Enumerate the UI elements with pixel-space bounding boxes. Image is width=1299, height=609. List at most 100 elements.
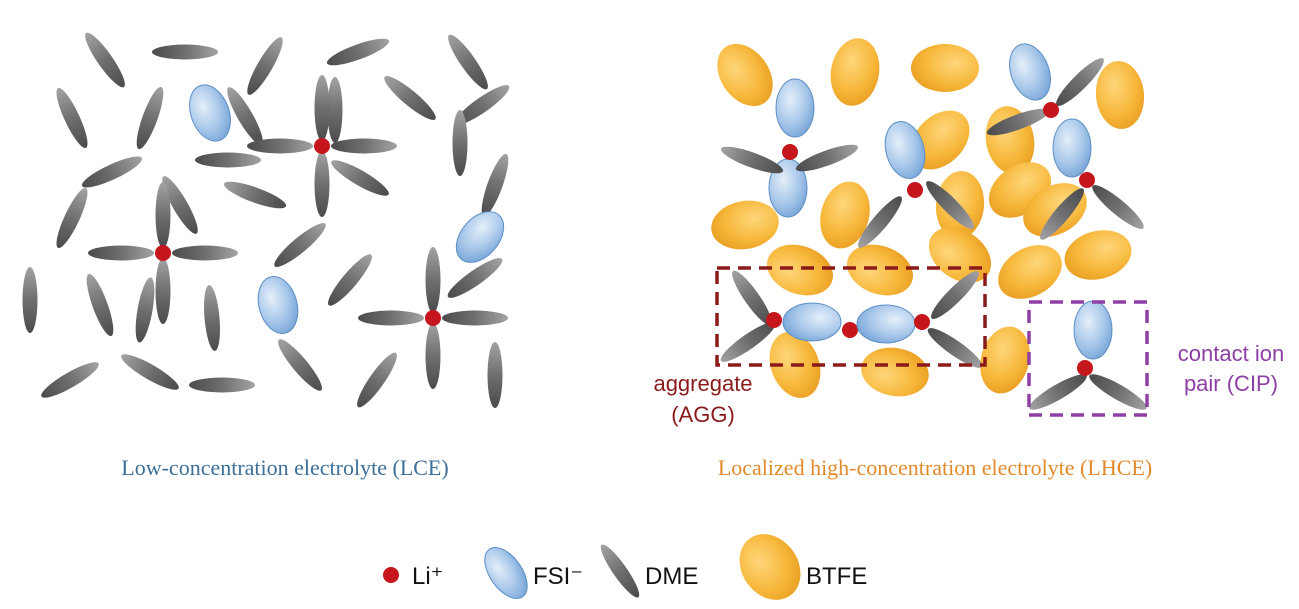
agg-label-line1: aggregate [653,371,752,396]
dme-molecule [274,223,326,267]
dme-molecule [195,152,261,168]
dme-molecule [314,75,330,141]
dme-molecule [331,160,389,196]
dme-molecule [326,38,390,66]
li-ion [914,314,930,330]
dme-molecule [247,37,283,95]
dme-molecule [986,108,1050,136]
lce-panel [22,32,510,408]
lhce-caption: Localized high-concentration electrolyte… [718,455,1152,480]
lce-caption: Low-concentration electrolyte (LCE) [121,455,448,480]
dme-molecule [384,76,436,120]
dme-molecule [189,377,255,393]
dme-molecule [442,310,508,326]
fsi-anion [775,78,815,138]
dme-molecule [452,110,468,176]
dme-molecule [1029,374,1087,410]
dme-molecule [358,310,424,326]
dme-molecule [56,87,88,149]
dme-molecule [481,153,509,217]
legend: Li⁺ FSI⁻ DME BTFE [383,534,867,600]
dme-molecule [88,245,154,261]
dme-molecule [155,182,171,248]
dme-molecule [720,146,784,174]
li-ion [155,245,171,261]
cip-dashed-box [1027,300,1149,417]
cip-label-line2: pair (CIP) [1184,371,1278,396]
agg-dashed-box [715,266,987,367]
dme-molecule [203,285,221,351]
li-ion [907,182,923,198]
btfe-molecule [820,181,870,249]
fsi-anion [189,84,231,142]
dme-molecule [328,254,372,306]
dme-molecule [357,352,397,408]
agg-label-line2: (AGG) [671,402,735,427]
dme-molecule [135,277,155,343]
li-ion [1043,102,1059,118]
dme-molecule [1040,188,1084,240]
dme-molecule [314,151,330,217]
lhce-panel [711,38,1147,410]
dme-molecule [227,87,263,145]
dme-molecule [155,258,171,324]
dme-molecule [136,86,164,150]
dme-molecule [454,85,510,125]
dme-molecule [732,270,772,326]
dme-molecule [331,138,397,154]
fsi-anion [884,121,926,179]
fsi-anion [782,302,842,342]
dme-molecule [858,196,902,248]
dme-molecule [425,323,441,389]
btfe-molecule [711,200,779,250]
btfe-molecule [847,244,913,296]
dme-molecule [447,258,503,298]
dme-molecule [41,362,99,398]
legend-dme-label: DME [645,563,698,590]
dme-molecule [278,339,322,391]
dme-molecule [162,176,198,234]
legend-btfe-label: BTFE [806,563,867,590]
dme-molecule [81,156,143,188]
cip-label-line1: contact ion [1178,341,1284,366]
dme-molecule [172,245,238,261]
btfe-molecule [1064,230,1132,280]
btfe-molecule [1095,61,1145,129]
legend-fsi-label: FSI⁻ [533,563,583,590]
dme-molecule [121,354,179,390]
dme-molecule [22,267,38,333]
dme-molecule [425,247,441,313]
dme-molecule [86,273,114,337]
dme-molecule [223,181,287,209]
dme-molecule [1089,374,1147,410]
legend-btfe-symbol [739,534,801,600]
dme-molecule [487,342,503,408]
li-ion [425,310,441,326]
fsi-anion [257,276,299,334]
legend-li-label: Li⁺ [412,563,443,590]
dme-molecule [1092,185,1144,229]
btfe-molecule [830,38,880,106]
dme-molecule [327,77,343,143]
btfe-molecule [980,326,1030,394]
li-ion [782,144,798,160]
fsi-anion [1052,118,1092,178]
li-ion [314,138,330,154]
btfe-molecule [767,244,833,296]
legend-fsi-symbol [484,547,528,599]
dme-molecule [152,44,218,60]
legend-dme-symbol [600,544,640,598]
dme-molecule [926,181,974,229]
dme-molecule [56,187,88,249]
dme-molecule [448,34,488,90]
fsi-anion [856,304,916,344]
dme-molecule [85,32,125,88]
li-ion [766,312,782,328]
fsi-anion [1009,43,1051,101]
dme-molecule [927,328,983,368]
dme-molecule [1056,58,1104,106]
dme-molecule [247,138,313,154]
fsi-anion [1073,300,1113,360]
dme-molecule [720,322,776,362]
